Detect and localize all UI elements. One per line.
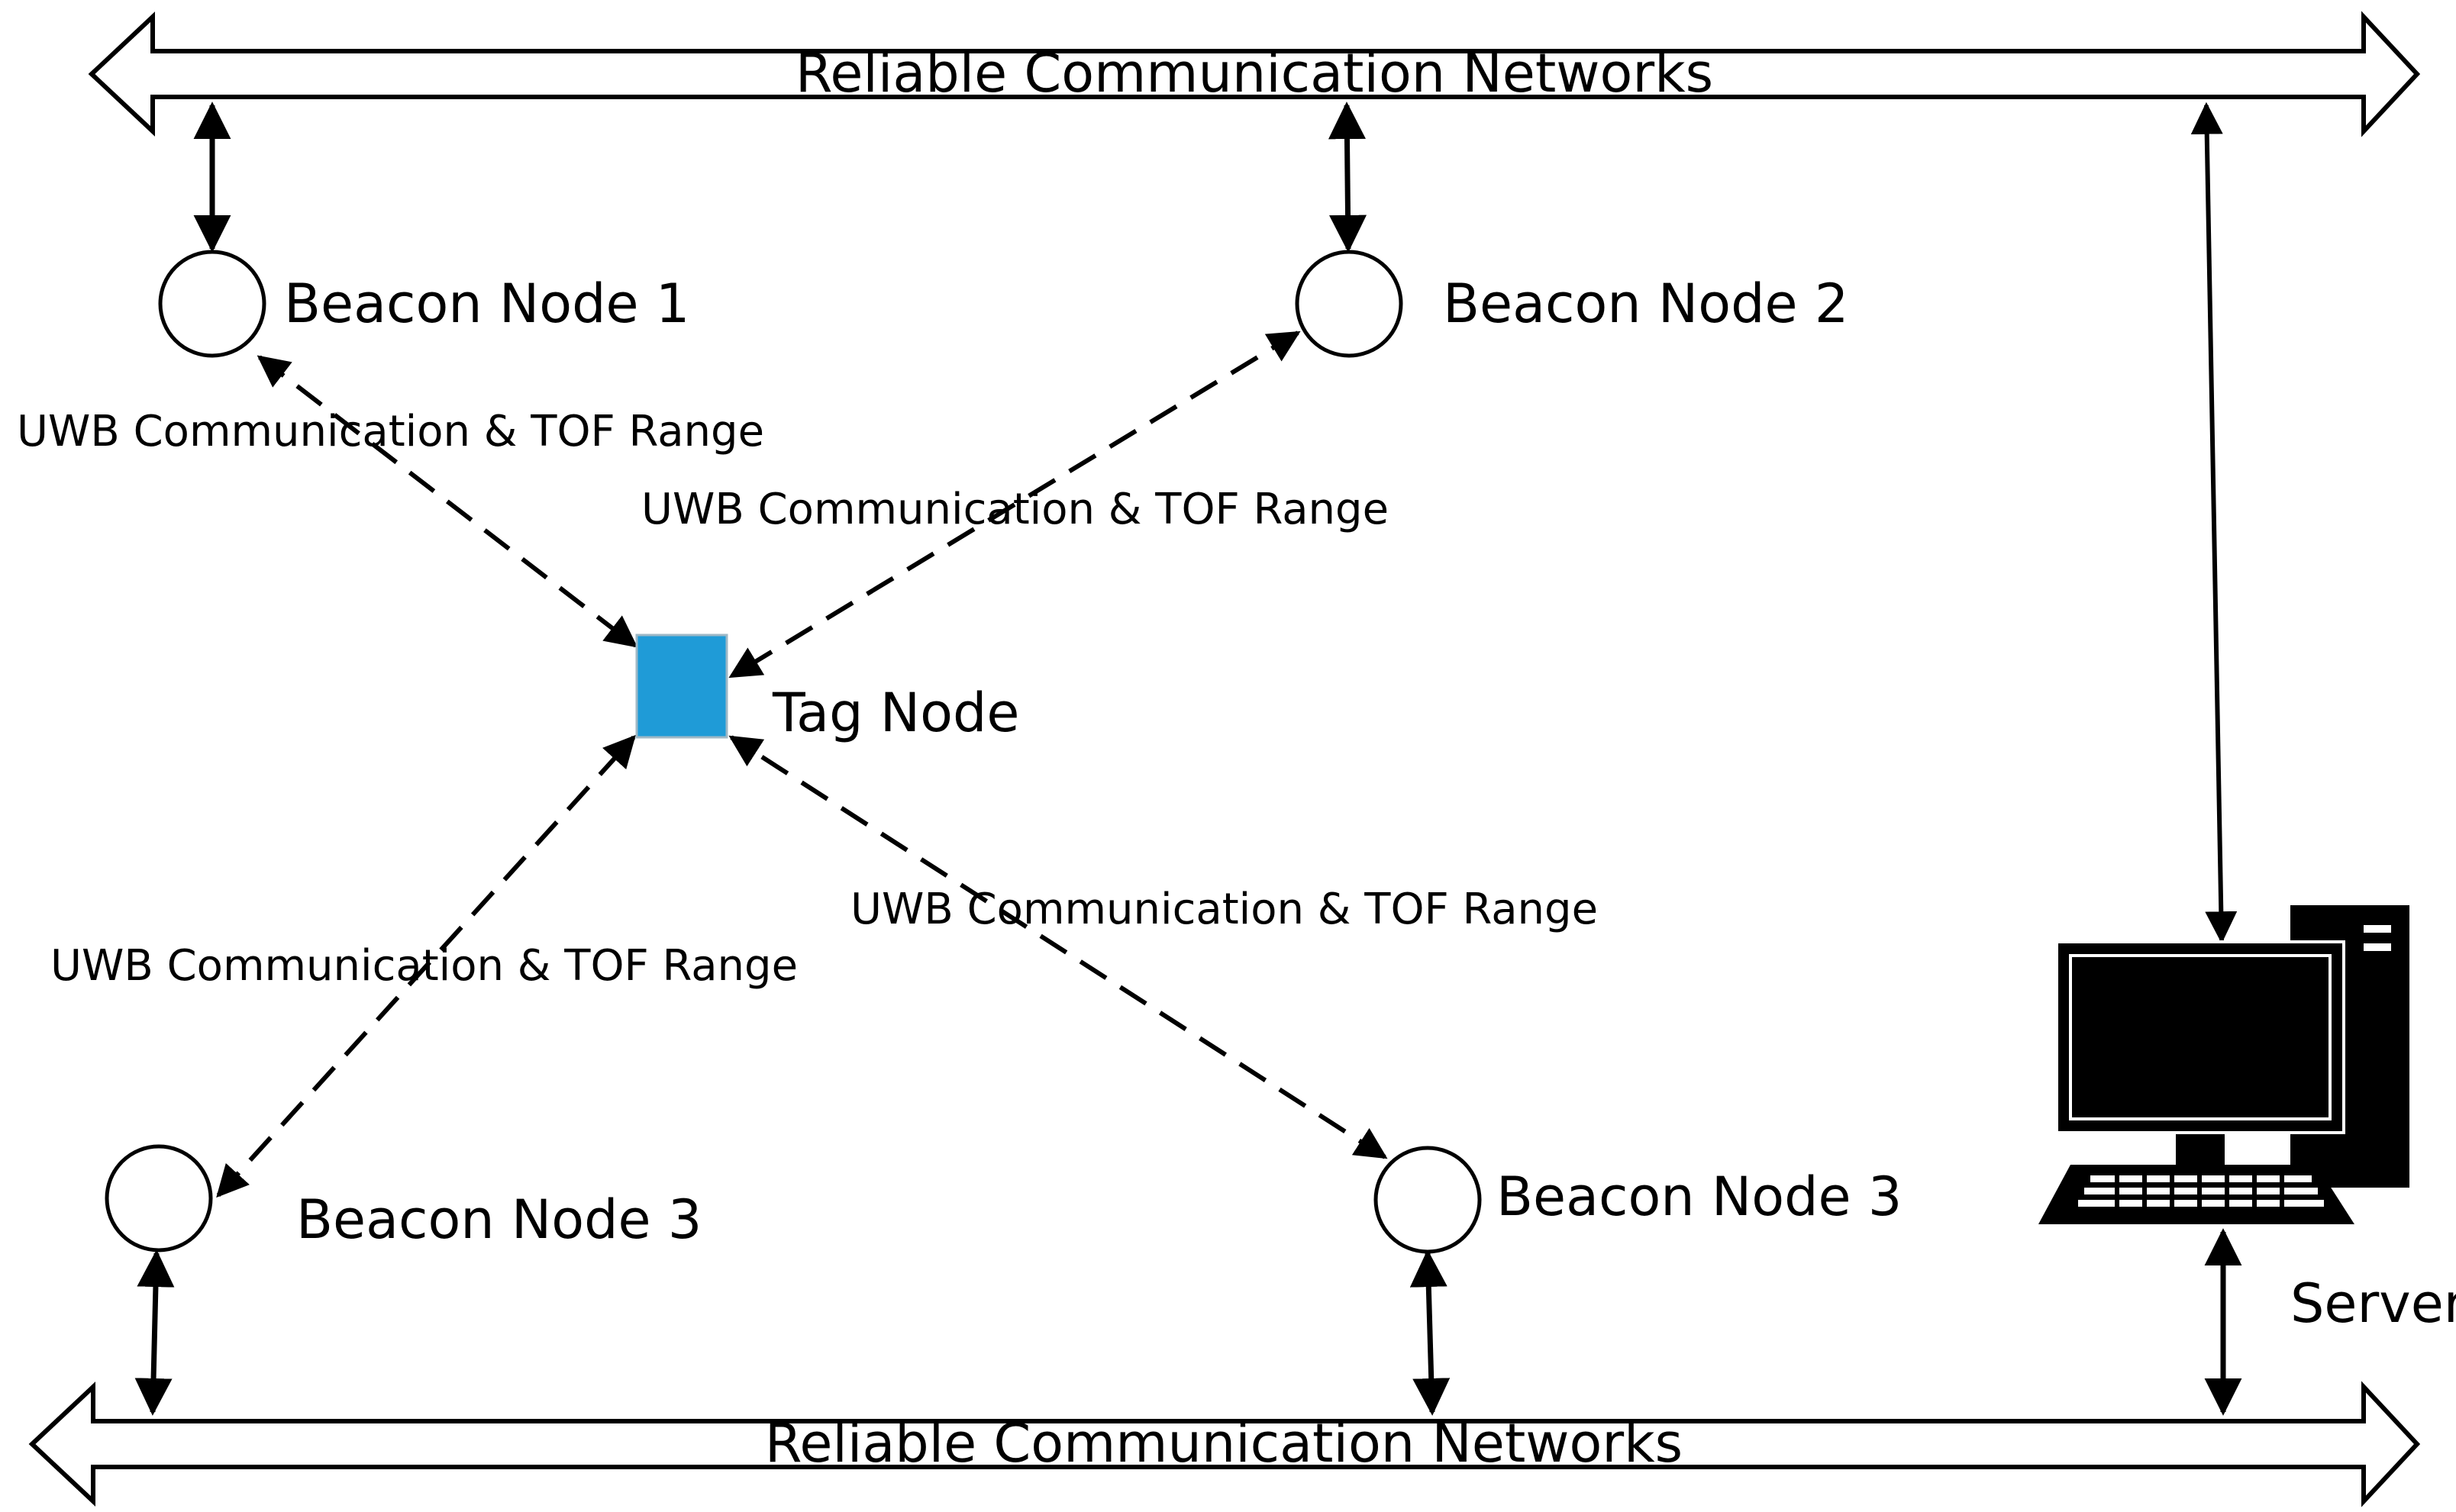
- beacon-3-right-network-link: [1409, 1249, 1451, 1416]
- uwb-link-beacon-1: [257, 355, 638, 648]
- uwb-label-beacon-3-left: UWB Communication & TOF Range: [50, 941, 798, 991]
- uwb-label-beacon-2: UWB Communication & TOF Range: [641, 485, 1389, 534]
- uwb-link-beacon-2: [728, 330, 1301, 679]
- top-network-bus: [88, 11, 2421, 137]
- beacon-3-left-network-link: [134, 1249, 175, 1416]
- beacon-node-2-label: Beacon Node 2: [1443, 272, 1848, 335]
- top-bus-label: Reliable Communication Networks: [796, 42, 1713, 105]
- bottom-network-bus: [28, 1381, 2421, 1507]
- bottom-bus-label: Reliable Communication Networks: [765, 1412, 1683, 1475]
- beacon-node-1-circle: [158, 250, 266, 358]
- beacon-node-3-left-circle: [105, 1144, 213, 1252]
- beacon-node-3-right-label: Beacon Node 3: [1496, 1165, 1902, 1228]
- beacon-node-3-left-label: Beacon Node 3: [296, 1188, 702, 1251]
- tag-node-label: Tag Node: [772, 682, 1019, 744]
- beacon-node-1-label: Beacon Node 1: [284, 272, 689, 335]
- uwb-label-beacon-1: UWB Communication & TOF Range: [17, 407, 764, 456]
- beacon-node-3-right-circle: [1373, 1146, 1482, 1254]
- server-computer-icon: [2038, 905, 2409, 1224]
- tag-node-square: [635, 633, 728, 739]
- uwb-label-beacon-3-right: UWB Communication & TOF Range: [850, 885, 1598, 934]
- uwb-link-beacon-3-left: [216, 734, 636, 1198]
- uwb-link-beacon-3-right: [728, 735, 1388, 1159]
- server-label: Server: [2290, 1272, 2456, 1335]
- beacon-node-2-circle: [1295, 250, 1403, 358]
- beacon-2-network-link: [1328, 102, 1367, 253]
- server-top-network-link: [2190, 102, 2238, 944]
